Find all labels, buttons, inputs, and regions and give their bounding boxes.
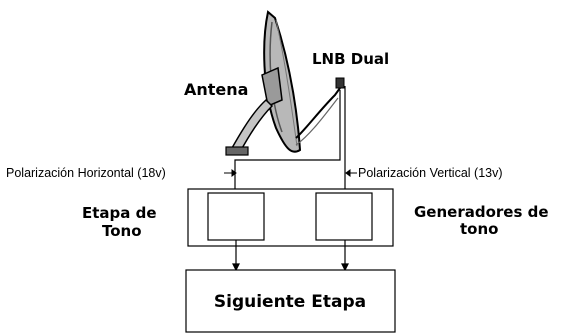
dish-reflector-rim [275, 19, 298, 147]
tone-stage-label-line2: Tono [102, 222, 142, 240]
tone-generator-box-right [315, 192, 373, 241]
antenna-label: Antena [184, 80, 248, 99]
output-lines [232, 240, 349, 272]
pol-horizontal-label: Polarización Horizontal (18v) [6, 166, 166, 180]
cable-lines [234, 86, 346, 189]
arrow-right-icon [231, 169, 237, 177]
dish-feed-arm-inner [295, 97, 339, 146]
generators-label-line2: tono [460, 220, 498, 238]
arrow-down-icon-left [232, 263, 240, 272]
next-stage-box [185, 269, 396, 333]
cable-horizontal-pol [234, 90, 341, 189]
tone-generator-box-left [207, 192, 265, 241]
pol-vertical-label: Polarización Vertical (13v) [358, 166, 503, 180]
lnb-label: LNB Dual [312, 50, 389, 68]
dish-base [225, 146, 249, 156]
dish-feed-arm [295, 87, 341, 139]
dish-reflector [263, 10, 302, 153]
satellite-dish-icon [225, 10, 345, 156]
lnb-icon [335, 77, 345, 89]
arrow-down-icon-right [341, 263, 349, 272]
next-stage-label: Siguiente Etapa [214, 292, 366, 312]
pol-arrow-marks [224, 169, 357, 177]
arrow-left-icon [345, 169, 351, 177]
generators-label-line1: Generadores de [414, 203, 549, 221]
dish-mount [261, 66, 283, 108]
tone-stage-label-line1: Etapa de [82, 204, 157, 222]
dish-arm [230, 98, 274, 153]
